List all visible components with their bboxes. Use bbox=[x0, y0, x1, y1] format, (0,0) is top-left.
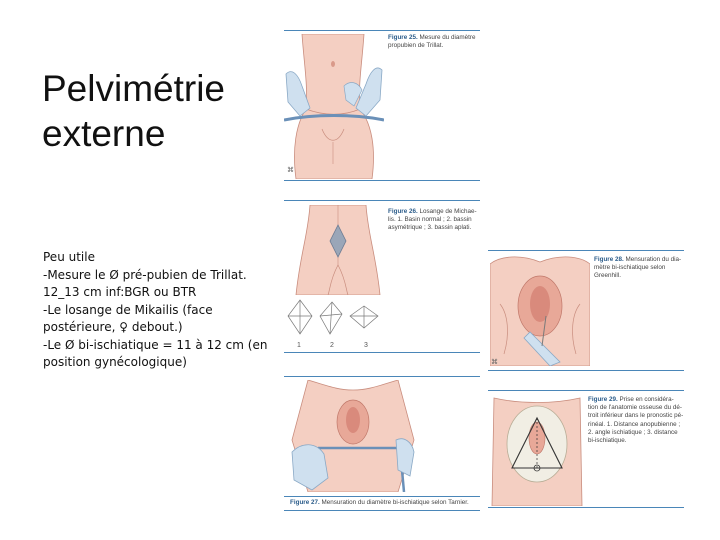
caption-text: Mensuration du dia- bbox=[625, 256, 682, 263]
slide-body: Peu utile -Mesure le Ø pré-pubien de Tri… bbox=[43, 249, 283, 372]
body-line: postérieure, ♀ debout.) bbox=[43, 320, 183, 334]
body-line: position gynécologique) bbox=[43, 355, 187, 369]
slide-title: Pelvimétrie externe bbox=[42, 66, 282, 156]
figure-rule bbox=[488, 250, 684, 251]
figure-26-caption: Figure 26. Losange de Michae- lis. 1. Ba… bbox=[388, 208, 484, 233]
figure-29-illustration bbox=[491, 397, 583, 506]
title-line-1: Pelvimétrie bbox=[42, 68, 225, 109]
caption-text: mètre bi-ischiatique selon bbox=[594, 264, 666, 272]
figure-27-illustration bbox=[291, 380, 415, 492]
figure-rule bbox=[284, 30, 480, 31]
caption-text: lis. 1. Basin normal ; 2. bassin bbox=[388, 216, 472, 224]
figure-label: Figure 29. bbox=[588, 396, 618, 403]
title-line-2: externe bbox=[42, 113, 166, 154]
body-line: -Le losange de Mikailis (face bbox=[43, 302, 213, 317]
figure-25-caption: Figure 25. Mesure du diamètre propubien … bbox=[388, 34, 484, 50]
caption-text: propubien de Trillat. bbox=[388, 42, 444, 50]
figure-rule bbox=[488, 390, 684, 391]
figure-28-caption: Figure 28. Mensuration du dia- mètre bi-… bbox=[594, 256, 686, 281]
figure-26-diamonds bbox=[287, 299, 379, 335]
figure-mark: ⌘ bbox=[287, 167, 294, 174]
body-line: -Le Ø bi-ischiatique = 11 à 12 cm (en bbox=[43, 337, 268, 352]
body-line: Peu utile bbox=[43, 250, 95, 264]
caption-text: Mesure du diamètre bbox=[419, 34, 476, 41]
caption-text: asymétrique ; 3. bassin aplati. bbox=[388, 224, 472, 232]
diamond-number: 2 bbox=[330, 342, 334, 349]
body-line: 12_13 cm inf:BGR ou BTR bbox=[43, 285, 197, 299]
figure-label: Figure 26. bbox=[388, 208, 418, 215]
caption-text: Losange de Michae- bbox=[419, 208, 477, 215]
caption-text: Prise en considéra- bbox=[619, 396, 674, 403]
figure-28-illustration bbox=[490, 256, 590, 366]
figure-rule bbox=[284, 510, 480, 511]
caption-text: tion de l'anatomie osseuse du dé- bbox=[588, 404, 682, 412]
figure-29-caption: Figure 29. Prise en considéra- tion de l… bbox=[588, 396, 686, 445]
caption-text: troit inférieur dans le pronostic pé- bbox=[588, 412, 684, 420]
figure-rule bbox=[488, 370, 684, 371]
caption-text: 2. angle ischiatique ; 3. distance bbox=[588, 428, 678, 436]
figure-rule bbox=[488, 507, 684, 508]
figure-mark: ⌘ bbox=[491, 359, 498, 366]
caption-text: rinéal. 1. Distance anopubienne ; bbox=[588, 420, 681, 428]
figure-27-caption: Figure 27. Mensuration du diamètre bi-is… bbox=[290, 499, 490, 507]
body-line: -Mesure le Ø pré-pubien de Trillat. bbox=[43, 267, 247, 282]
diamond-number: 1 bbox=[297, 342, 301, 349]
figure-rule bbox=[284, 376, 480, 377]
figure-rule bbox=[284, 200, 480, 201]
figure-rule bbox=[284, 496, 480, 497]
caption-text: bi-ischiatique. bbox=[588, 437, 627, 445]
figure-label: Figure 28. bbox=[594, 256, 624, 263]
diamond-number: 3 bbox=[364, 342, 368, 349]
caption-text: Mensuration du diamètre bi-ischiatique s… bbox=[321, 499, 469, 506]
figure-rule bbox=[284, 180, 480, 181]
figure-25-illustration bbox=[284, 34, 384, 179]
figure-rule bbox=[284, 352, 480, 353]
figure-26-back-illustration bbox=[295, 205, 381, 295]
caption-text: Greenhill. bbox=[594, 272, 621, 280]
figure-label: Figure 27. bbox=[290, 499, 320, 506]
figure-label: Figure 25. bbox=[388, 34, 418, 41]
